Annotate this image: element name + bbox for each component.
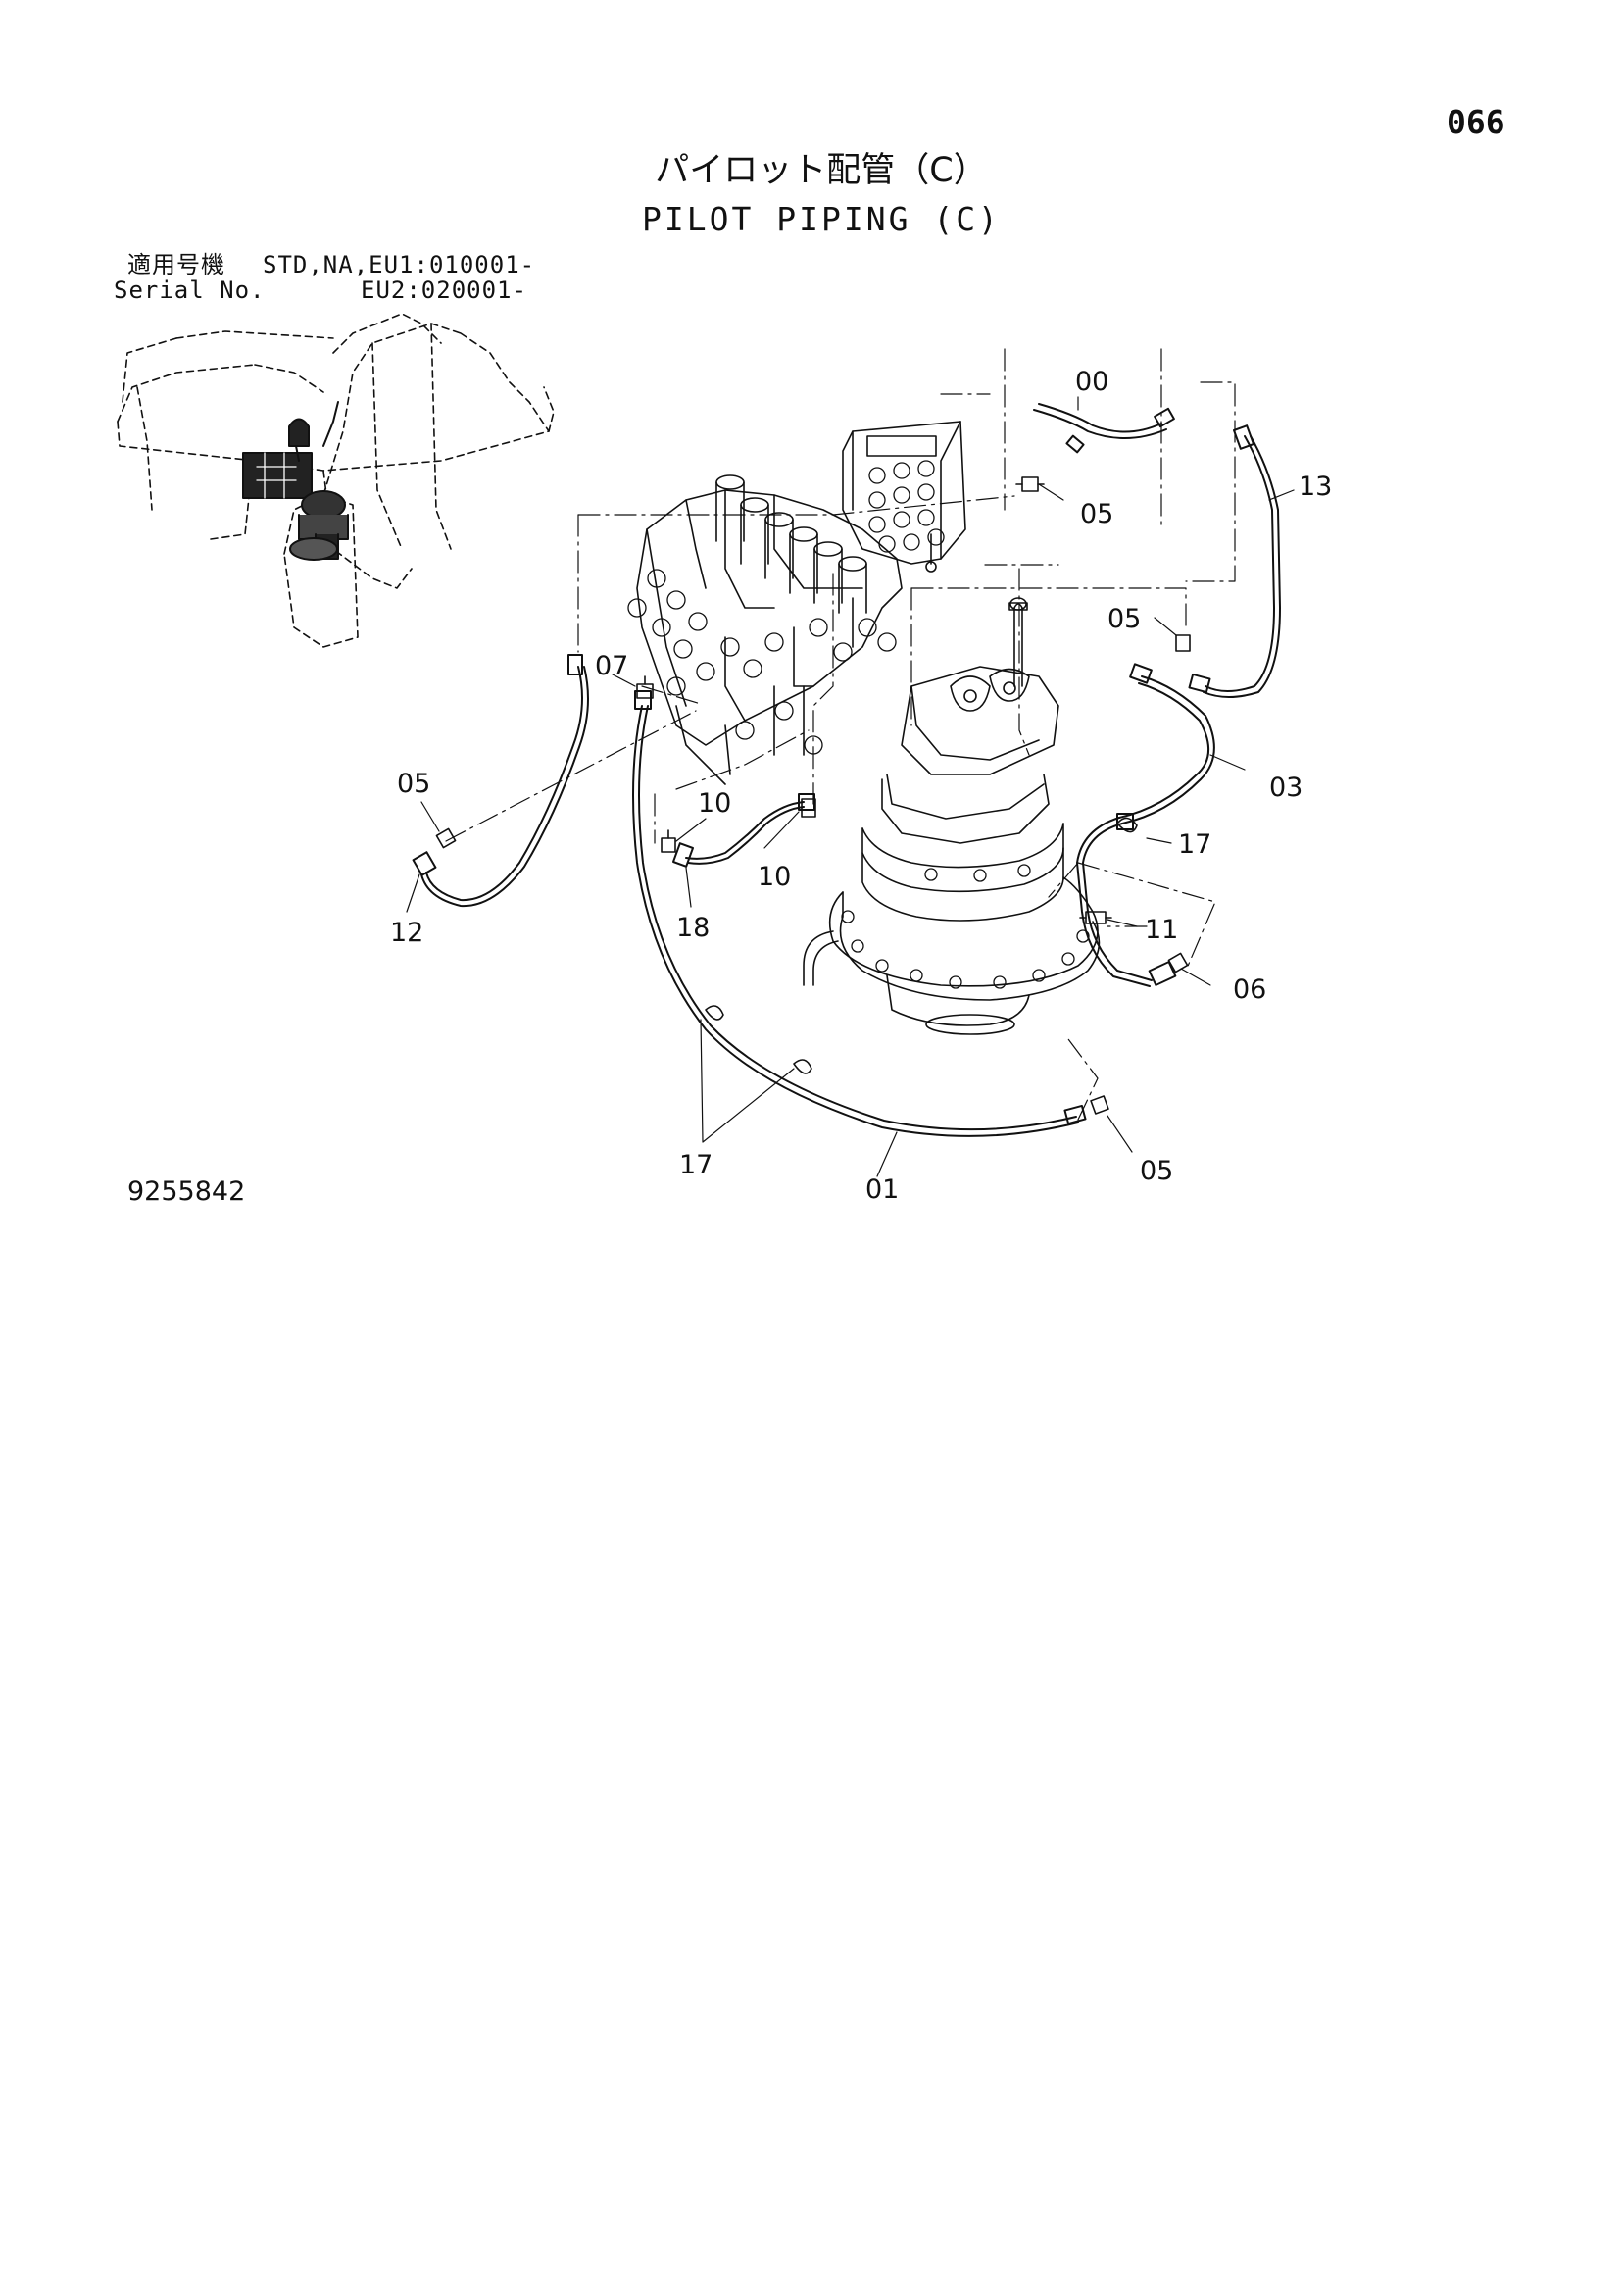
serial-range-line2: EU2:020001- (361, 276, 527, 304)
control-valve-assembly (627, 474, 903, 785)
label-05-left: 05 (397, 769, 430, 799)
swing-motor-assembly (803, 597, 1101, 1035)
serial-label-japanese: 適用号機 (127, 251, 225, 278)
label-05-top: 05 (1080, 499, 1113, 529)
hose-13 (1188, 424, 1281, 698)
fitting-05-right (1175, 634, 1191, 652)
fitting-07 (636, 675, 654, 699)
label-10-b: 10 (758, 862, 791, 892)
page-number: 066 (1447, 103, 1505, 141)
machine-overview-thumbnail (117, 313, 555, 648)
label-11: 11 (1145, 915, 1178, 945)
part-labels: 00 05 13 05 07 05 12 10 10 18 03 17 11 0… (390, 367, 1332, 1205)
figure-number: 9255842 (127, 1176, 246, 1207)
hose-12 (412, 654, 589, 908)
machine-overview-control-valve-highlight (242, 401, 349, 561)
label-05-right: 05 (1107, 604, 1141, 634)
fitting-05-left (435, 827, 457, 849)
label-13: 13 (1299, 472, 1332, 502)
leader-lines (445, 348, 1236, 1121)
label-12: 12 (390, 918, 423, 948)
valve-ports (627, 569, 897, 755)
clamps-17 (705, 817, 1138, 1074)
label-01: 01 (865, 1174, 899, 1205)
label-10-a: 10 (698, 788, 731, 819)
label-18: 18 (676, 913, 710, 943)
fitting-05-bottom (1090, 1095, 1109, 1115)
fitting-11 (1079, 911, 1112, 924)
hose-03 (1118, 663, 1215, 824)
hose-00 (1033, 403, 1175, 454)
label-17-bottom: 17 (679, 1150, 713, 1180)
hose-18 (672, 793, 815, 868)
label-07: 07 (595, 651, 628, 681)
title-japanese: パイロット配管（C） (655, 151, 988, 190)
label-05-bottom: 05 (1140, 1156, 1173, 1186)
pilot-piping-diagram: 00 05 13 05 07 05 12 10 10 18 03 17 11 0… (117, 313, 1332, 1205)
label-03: 03 (1269, 773, 1303, 803)
pilot-valve-block (842, 421, 966, 573)
callout-leaders (406, 396, 1295, 1177)
fittings-10 (661, 798, 816, 853)
spool-caps (715, 474, 867, 614)
label-06: 06 (1233, 974, 1266, 1005)
label-17-right: 17 (1178, 829, 1211, 860)
serial-range-line1: STD,NA,EU1:010001- (263, 251, 536, 278)
title-english: PILOT PIPING (C) (642, 200, 1001, 238)
label-00: 00 (1075, 367, 1108, 397)
hose-01 (632, 690, 1087, 1137)
serial-label-english: Serial No. (114, 276, 266, 304)
hose-loop-right (1076, 813, 1177, 987)
